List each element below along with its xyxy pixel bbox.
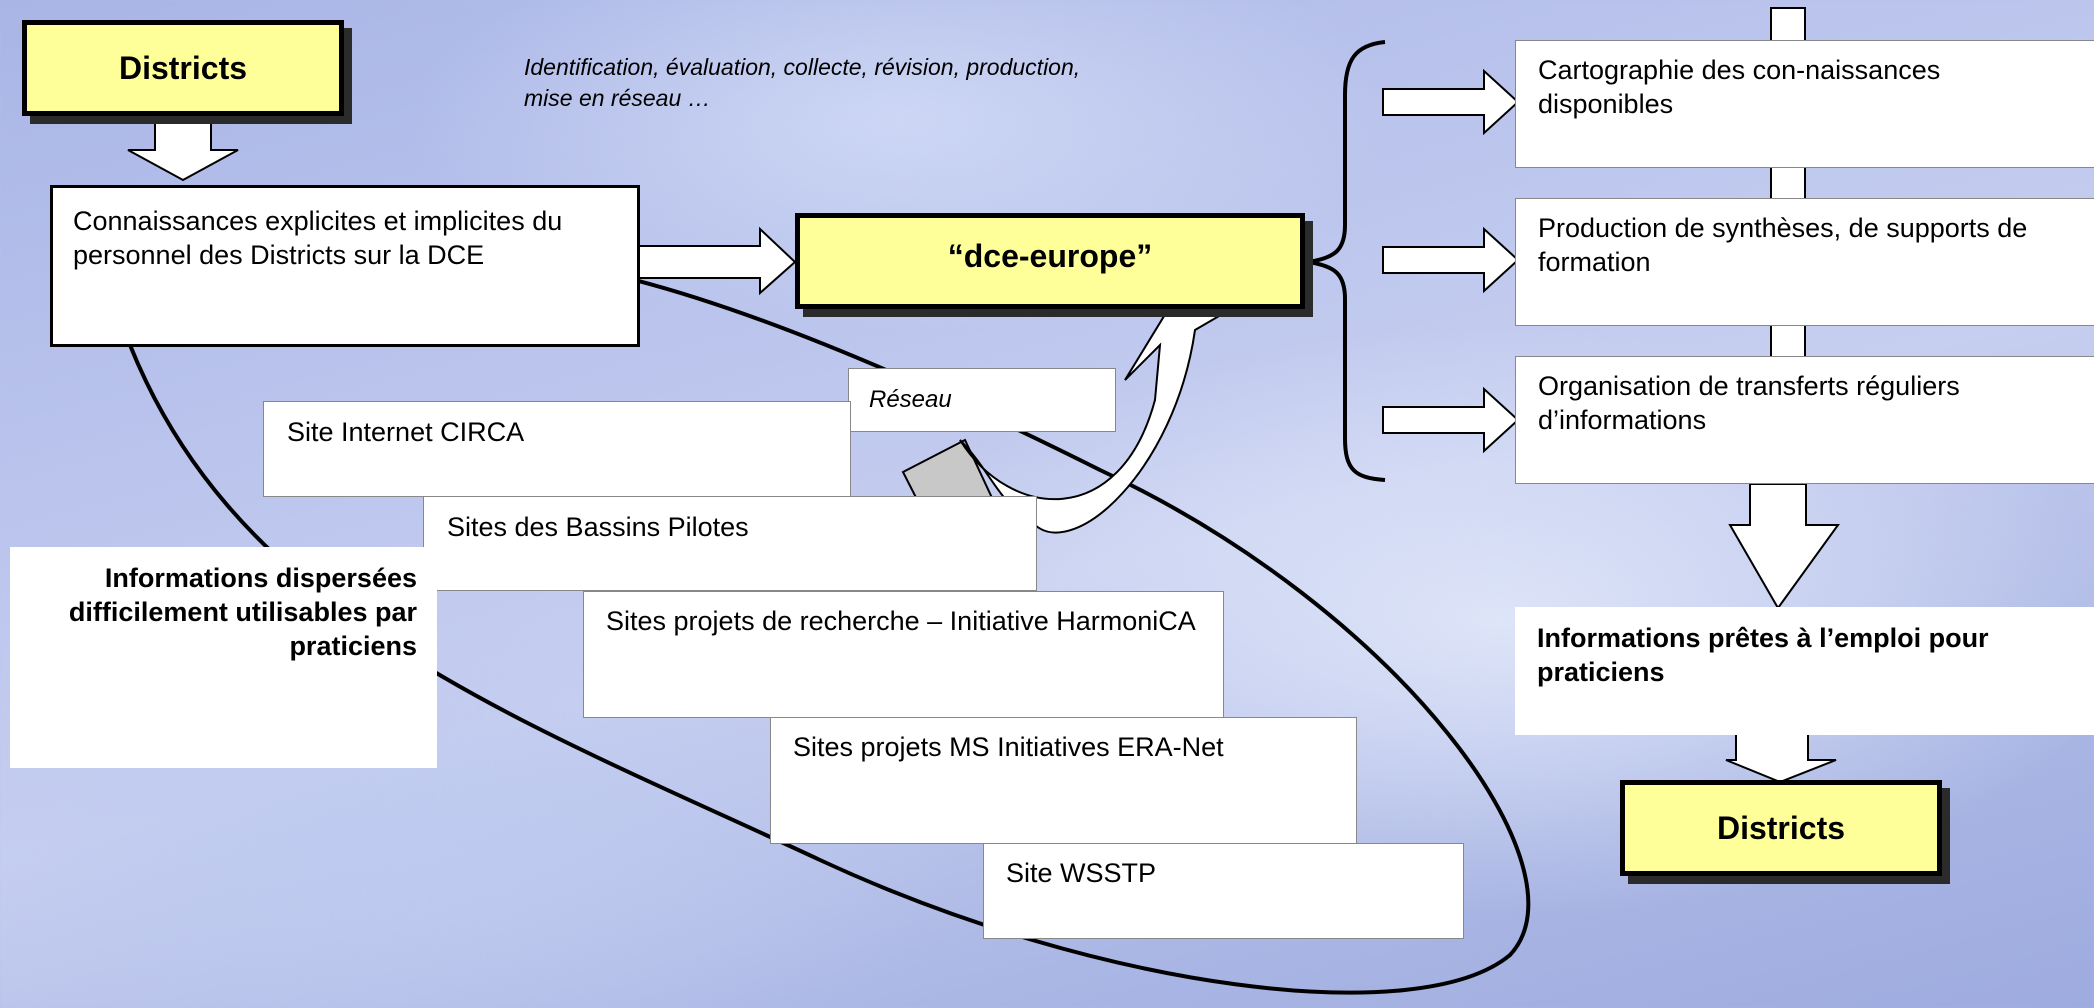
site-circa: Site Internet CIRCA [263, 401, 851, 497]
site-wsstp: Site WSSTP [983, 843, 1464, 939]
ready-info-box: Informations prêtes à l’emploi pour prat… [1515, 607, 2094, 735]
output-cartography-text: Cartographie des con-naissances disponib… [1538, 55, 1941, 119]
site-era-net-label: Sites projets MS Initiatives ERA-Net [793, 732, 1224, 762]
output-transfers: Organisation de transferts réguliers d’i… [1515, 356, 2094, 484]
districts-bottom-label: Districts [1716, 809, 1846, 846]
output-arrow-2 [1382, 226, 1520, 294]
hub-label: “dce-europe” [947, 237, 1153, 274]
site-harmonica: Sites projets de recherche – Initiative … [583, 591, 1224, 718]
network-label-box: Réseau [848, 368, 1116, 432]
knowledge-text: Connaissances explicites et implicites d… [73, 206, 563, 270]
output-arrow-3 [1382, 386, 1520, 454]
site-circa-label: Site Internet CIRCA [287, 417, 525, 447]
output-transfers-text: Organisation de transferts réguliers d’i… [1538, 371, 1960, 435]
process-note: Identification, évaluation, collecte, ré… [524, 54, 1081, 111]
network-label: Réseau [869, 386, 952, 413]
districts-top-label: Districts [118, 49, 248, 86]
output-cartography: Cartographie des con-naissances disponib… [1515, 40, 2094, 168]
ready-info-text: Informations prêtes à l’emploi pour prat… [1537, 623, 1989, 687]
dispersed-info-text: Informations dispersées difficilement ut… [68, 563, 417, 661]
site-wsstp-label: Site WSSTP [1006, 858, 1157, 888]
districts-top-box: Districts [22, 20, 344, 116]
dispersed-info-box: Informations dispersées difficilement ut… [10, 547, 437, 768]
output-arrow-1 [1382, 68, 1520, 136]
site-era-net: Sites projets MS Initiatives ERA-Net [770, 717, 1357, 844]
site-pilot-basins: Sites des Bassins Pilotes [423, 496, 1037, 591]
site-pilot-basins-label: Sites des Bassins Pilotes [447, 512, 749, 542]
knowledge-box: Connaissances explicites et implicites d… [50, 185, 640, 347]
districts-bottom-box: Districts [1620, 780, 1942, 876]
output-synthesis-text: Production de synthèses, de supports de … [1538, 213, 2028, 277]
output-synthesis: Production de synthèses, de supports de … [1515, 198, 2094, 326]
right-arrow-hub [637, 226, 797, 296]
site-harmonica-label: Sites projets de recherche – Initiative … [606, 606, 1196, 636]
brace [1307, 40, 1386, 482]
dce-europe-hub: “dce-europe” [795, 213, 1305, 309]
down-arrow-ready [1728, 483, 1840, 610]
